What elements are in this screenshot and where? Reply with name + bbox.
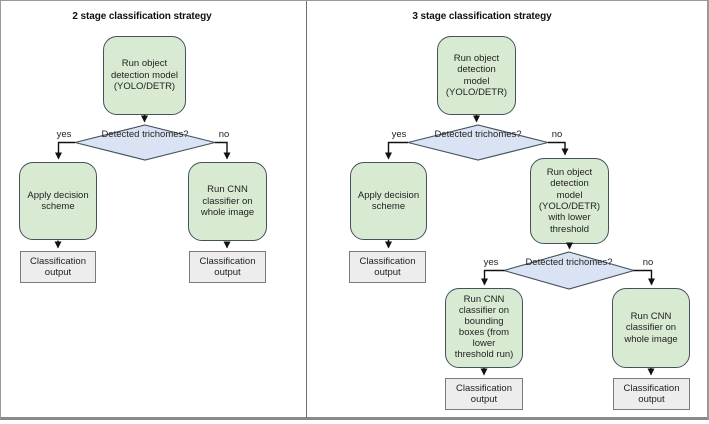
left-detect-node: Run object detection model (YOLO/DETR) (103, 36, 186, 115)
left-cnn-whole-node: Run CNN classifier on whole image (188, 162, 267, 241)
left-output-cnn: Classification output (189, 251, 266, 283)
left-output-apply: Classification output (20, 251, 96, 283)
right-yes1-label: yes (391, 129, 407, 140)
left-panel-title: 2 stage classification strategy (72, 11, 212, 22)
right-decision1-label: Detected trichomes? (434, 129, 522, 140)
left-decision-diamond (74, 124, 216, 161)
right-output-apply: Classification output (349, 251, 426, 283)
right-no1-label: no (551, 129, 563, 140)
left-no-label: no (218, 129, 230, 140)
right-decision2-diamond (501, 251, 637, 290)
right-decision1-diamond (407, 124, 549, 161)
left-decision-label: Detected trichomes? (101, 129, 189, 140)
right-detect-node: Run object detection model (YOLO/DETR) (437, 36, 516, 115)
right-yes2-label: yes (483, 257, 499, 268)
right-no2-label: no (642, 257, 654, 268)
right-cnn-whole-node: Run CNN classifier on whole image (612, 288, 690, 368)
right-output-whole: Classification output (613, 378, 690, 410)
right-output-boxes: Classification output (445, 378, 523, 410)
right-decision2-label: Detected trichomes? (525, 257, 613, 268)
right-cnn-boxes-node: Run CNN classifier on bounding boxes (fr… (445, 288, 523, 368)
right-panel-title: 3 stage classification strategy (412, 11, 552, 22)
left-yes-label: yes (56, 129, 72, 140)
right-detect-lower-node: Run object detection model (YOLO/DETR) w… (530, 158, 609, 244)
left-apply-node: Apply decision scheme (19, 162, 97, 240)
panel-divider (306, 1, 307, 418)
right-apply-node: Apply decision scheme (350, 162, 427, 240)
